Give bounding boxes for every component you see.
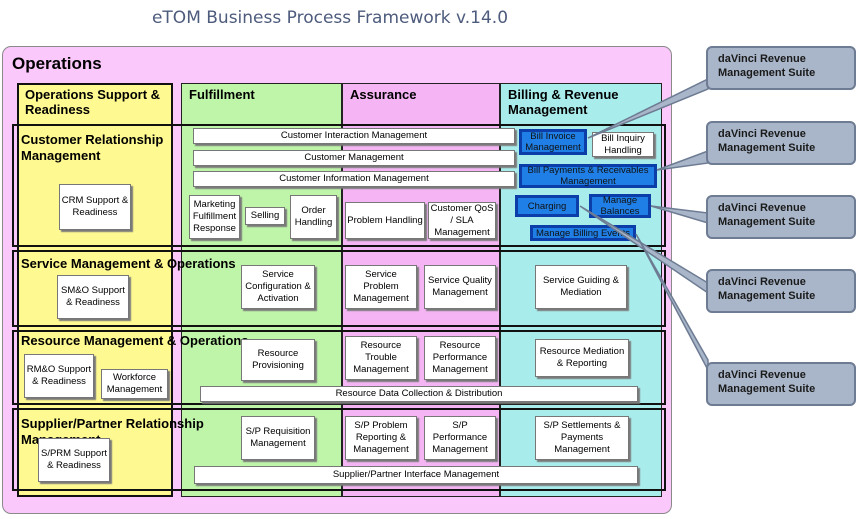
manage-balances-box: Manage Balances [589, 194, 651, 218]
diagram-title: eTOM Business Process Framework v.14.0 [151, 8, 509, 28]
band-sprm [12, 408, 666, 491]
customer-management-box: Customer Management [193, 150, 515, 166]
callout-connector-3 [650, 205, 709, 225]
customer-information-management-box: Customer Information Management [193, 171, 515, 187]
service-problem-management-box: Service Problem Management [345, 265, 417, 309]
problem-handling-box: Problem Handling [345, 202, 425, 239]
band-label-crm: Customer Relationship Management [21, 132, 164, 163]
column-header-fulfillment: Fulfillment [189, 87, 255, 102]
crm-support-readiness-box: CRM Support & Readiness [59, 184, 131, 230]
customer-interaction-management-box: Customer Interaction Management [193, 128, 515, 144]
resource-provisioning-box: Resource Provisioning [241, 339, 315, 381]
callout-connector-1 [587, 77, 709, 139]
callout-connector-2 [656, 149, 709, 171]
davinci-callout-4: daVinci Revenue Management Suite [706, 269, 856, 313]
band-label-smo: Service Management & Operations [21, 256, 236, 271]
sp-settlements-payments-box: S/P Settlements & Payments Management [535, 416, 629, 460]
marketing-fulfillment-response-box: Marketing Fulfillment Response [189, 195, 240, 239]
band-rmo [12, 330, 666, 405]
callout-connector-5 [635, 233, 709, 371]
operations-label: Operations [12, 54, 102, 73]
workforce-management-box: Workforce Management [101, 369, 168, 399]
resource-mediation-reporting-box: Resource Mediation & Reporting [535, 339, 629, 377]
davinci-callout-2: daVinci Revenue Management Suite [706, 121, 856, 165]
customer-qos-sla-management-box: Customer QoS / SLA Management [428, 202, 496, 239]
rmo-support-readiness-box: RM&O Support & Readiness [24, 354, 94, 398]
service-configuration-activation-box: Service Configuration & Activation [241, 265, 315, 309]
smo-support-readiness-box: SM&O Support & Readiness [57, 275, 129, 319]
service-quality-management-box: Service Quality Management [424, 265, 496, 309]
davinci-callout-3: daVinci Revenue Management Suite [706, 195, 856, 239]
sp-requisition-management-box: S/P Requisition Management [241, 416, 315, 460]
column-header-osr: Operations Support & Readiness [25, 87, 161, 117]
manage-billing-events-box: Manage Billing Events [530, 225, 636, 241]
column-header-assurance: Assurance [350, 87, 417, 102]
davinci-callout-5: daVinci Revenue Management Suite [706, 362, 856, 406]
band-label-rmo: Resource Management & Operations [21, 333, 249, 348]
bill-inquiry-handling-box: Bill Inquiry Handling [592, 132, 654, 157]
service-guiding-mediation-box: Service Guiding & Mediation [535, 265, 627, 309]
order-handling-box: Order Handling [290, 195, 337, 239]
charging-box: Charging [515, 195, 579, 217]
selling-box: Selling [245, 207, 285, 225]
supplier-partner-interface-management-box: Supplier/Partner Interface Management [194, 466, 638, 484]
resource-trouble-management-box: Resource Trouble Management [345, 336, 417, 380]
bill-payments-receivables-box: Bill Payments & Receivables Management [519, 164, 657, 188]
davinci-callout-1: daVinci Revenue Management Suite [706, 46, 856, 90]
sp-performance-management-box: S/P Performance Management [424, 416, 496, 460]
resource-data-collection-distribution-box: Resource Data Collection & Distribution [200, 386, 638, 402]
bill-invoice-management-box: Bill Invoice Management [519, 129, 587, 155]
sprm-support-readiness-box: S/PRM Support & Readiness [38, 438, 110, 482]
band-crm [12, 124, 666, 247]
column-header-billing: Billing & Revenue Management [508, 87, 619, 117]
sp-problem-reporting-management-box: S/P Problem Reporting & Management [345, 416, 417, 460]
resource-performance-management-box: Resource Performance Management [424, 336, 496, 380]
